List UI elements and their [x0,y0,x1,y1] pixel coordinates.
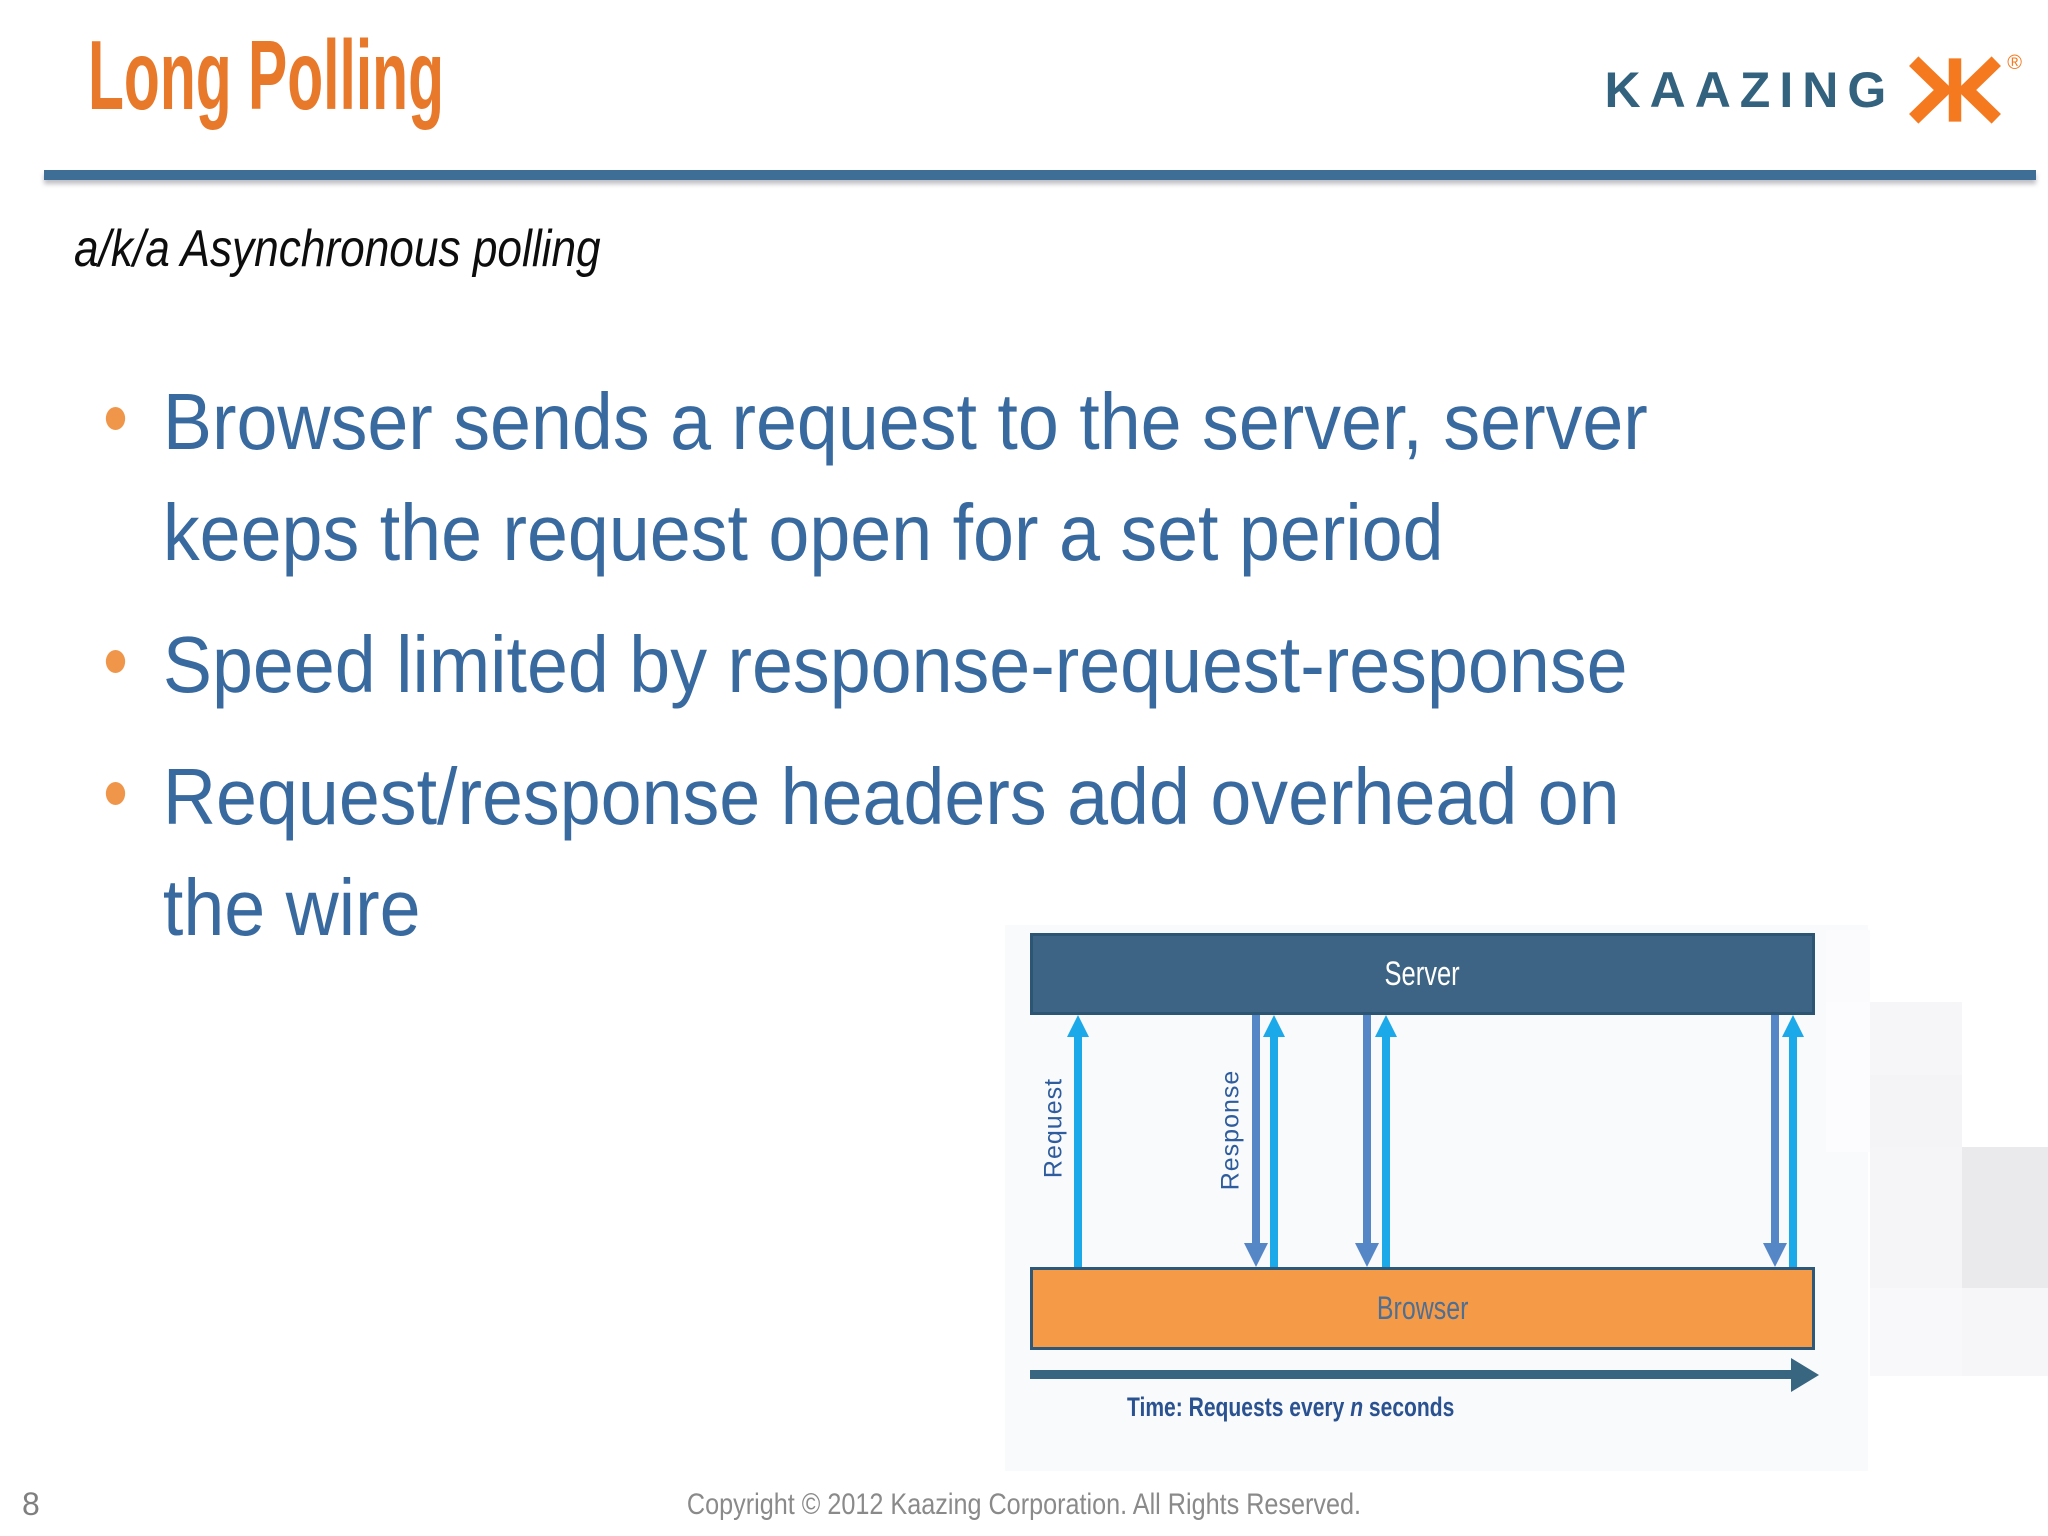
checker-block [1870,1002,1962,1075]
arrow-head [1263,1015,1285,1037]
arrow-shaft [1789,1037,1797,1267]
copyright-footer: Copyright © 2012 Kaazing Corporation. Al… [686,1488,1362,1521]
slide-subtitle: a/k/a Asynchronous polling [74,220,601,278]
checker-block [1962,1147,2048,1288]
request-up-arrow-icon [1067,1015,1089,1267]
response-down-arrow-icon [1763,1015,1787,1267]
checker-block [1962,1288,2048,1376]
bullet-list: Browser sends a request to the server, s… [104,366,1870,984]
arrow-shaft [1363,1015,1371,1243]
long-polling-diagram: Server Request Re [1005,925,2048,1485]
request-up-arrow-icon [1782,1015,1804,1267]
checker-block [1870,1147,1962,1288]
checker-block [1870,1075,1962,1147]
checker-block [1826,1002,1870,1152]
request-label: Request [1039,1077,1068,1179]
bullet-text: Request/response headers add overhead on… [162,752,1620,952]
browser-box: Browser [1030,1267,1815,1350]
browser-label: Browser [1376,1290,1469,1326]
kaazing-logo-icon [1909,56,2002,124]
time-axis-arrowhead-icon [1791,1358,1819,1392]
server-label: Server [1384,954,1461,993]
bullet-dot [105,407,126,430]
time-label-variable: n [1350,1392,1364,1422]
bullet-dot [105,650,126,673]
kaazing-logo: KAAZING ® [1604,52,2022,124]
registered-trademark: ® [2007,52,2022,74]
kaazing-logo-text: KAAZING [1604,62,1896,118]
bullet-item: Speed limited by response-request-respon… [104,609,1870,720]
response-label: Response [1216,1069,1245,1191]
arrow-head [1782,1015,1804,1037]
header-divider [44,170,2036,180]
server-box: Server [1030,933,1815,1015]
arrow-head [1375,1015,1397,1037]
checker-block [1870,1288,1962,1376]
request-up-arrow-icon [1263,1015,1285,1267]
response-down-arrow-icon [1244,1015,1268,1267]
page-title: Long Polling [88,20,444,130]
arrow-head [1355,1243,1379,1267]
arrow-shaft [1270,1037,1278,1267]
bullet-text: Speed limited by response-request-respon… [162,620,1628,709]
arrow-shaft [1074,1037,1082,1267]
request-up-arrow-icon [1375,1015,1397,1267]
time-label-prefix: Time: Requests every [1127,1392,1351,1422]
bullet-dot [105,782,126,805]
diagram-background [1005,925,1868,1471]
page-number: 8 [22,1486,40,1522]
bullet-text: Browser sends a request to the server, s… [162,377,1648,577]
time-axis-arrow [1030,1370,1793,1379]
bullet-item: Browser sends a request to the server, s… [104,366,1870,588]
time-label-suffix: seconds [1363,1392,1455,1422]
arrow-shaft [1771,1015,1779,1243]
time-axis-label: Time: Requests every n seconds [1127,1392,1454,1423]
arrow-shaft [1252,1015,1260,1243]
checker-block [1826,930,1870,1002]
arrow-head [1763,1243,1787,1267]
arrow-head [1067,1015,1089,1037]
arrow-shaft [1382,1037,1390,1267]
arrow-head [1244,1243,1268,1267]
bullet-item: Request/response headers add overhead on… [104,741,1870,963]
response-down-arrow-icon [1355,1015,1379,1267]
